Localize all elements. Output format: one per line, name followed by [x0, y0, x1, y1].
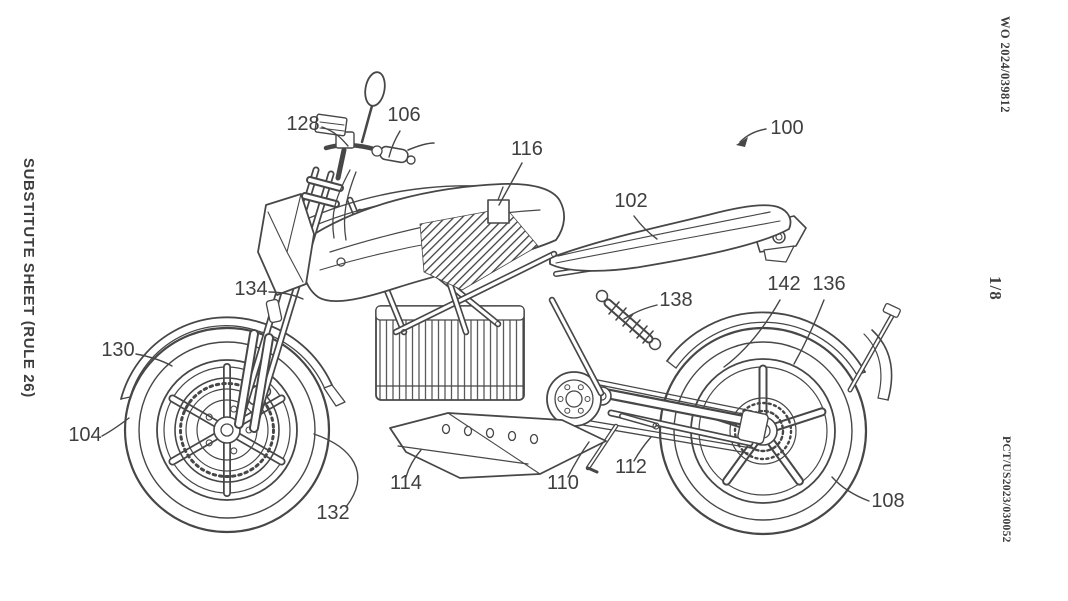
- ref-label-112: 112: [615, 456, 647, 478]
- front-fender: [120, 316, 346, 407]
- ref-label-136: 136: [812, 273, 845, 295]
- handlebar-assembly: [314, 113, 435, 165]
- ref-label-142: 142: [767, 273, 800, 295]
- arrowhead-100: [736, 137, 748, 147]
- ref-label-128: 128: [286, 113, 319, 135]
- ref-label-102: 102: [614, 190, 647, 212]
- ref-label-114: 114: [390, 472, 422, 494]
- substitute-sheet-label: SUBSTITUTE SHEET (RULE 26): [20, 158, 37, 398]
- ref-label-116: 116: [511, 138, 543, 160]
- brake-lever: [407, 142, 435, 151]
- rear-fender: [666, 303, 901, 401]
- seat-tail: [549, 204, 807, 277]
- ref-label-130: 130: [101, 339, 134, 361]
- ref-label-100: 100: [770, 117, 803, 139]
- leader-lines: [101, 126, 870, 508]
- ref-label-108: 108: [871, 490, 904, 512]
- sheet-index: 1/8: [986, 276, 1005, 301]
- headlight-cowl: [257, 193, 315, 324]
- front-fork-cockpit: [234, 71, 435, 433]
- ref-label-106: 106: [387, 104, 420, 126]
- reference-numerals: 100 102 104 106 108 110 112 114 116 128 …: [68, 104, 904, 524]
- ref-label-138: 138: [659, 289, 692, 311]
- throttle-grip: [379, 145, 409, 164]
- publication-number: WO 2024/039812: [998, 16, 1012, 113]
- ref-label-110: 110: [547, 472, 579, 494]
- tank-shroud: [299, 183, 565, 303]
- ref-label-132: 132: [316, 502, 349, 524]
- mirror: [360, 71, 386, 144]
- belly-pan: [389, 412, 607, 479]
- ref-label-104: 104: [68, 424, 101, 446]
- ref-label-134: 134: [234, 278, 267, 300]
- application-number: PCT/US2023/030052: [1000, 436, 1012, 543]
- swingarm-drive-shock: [546, 289, 769, 474]
